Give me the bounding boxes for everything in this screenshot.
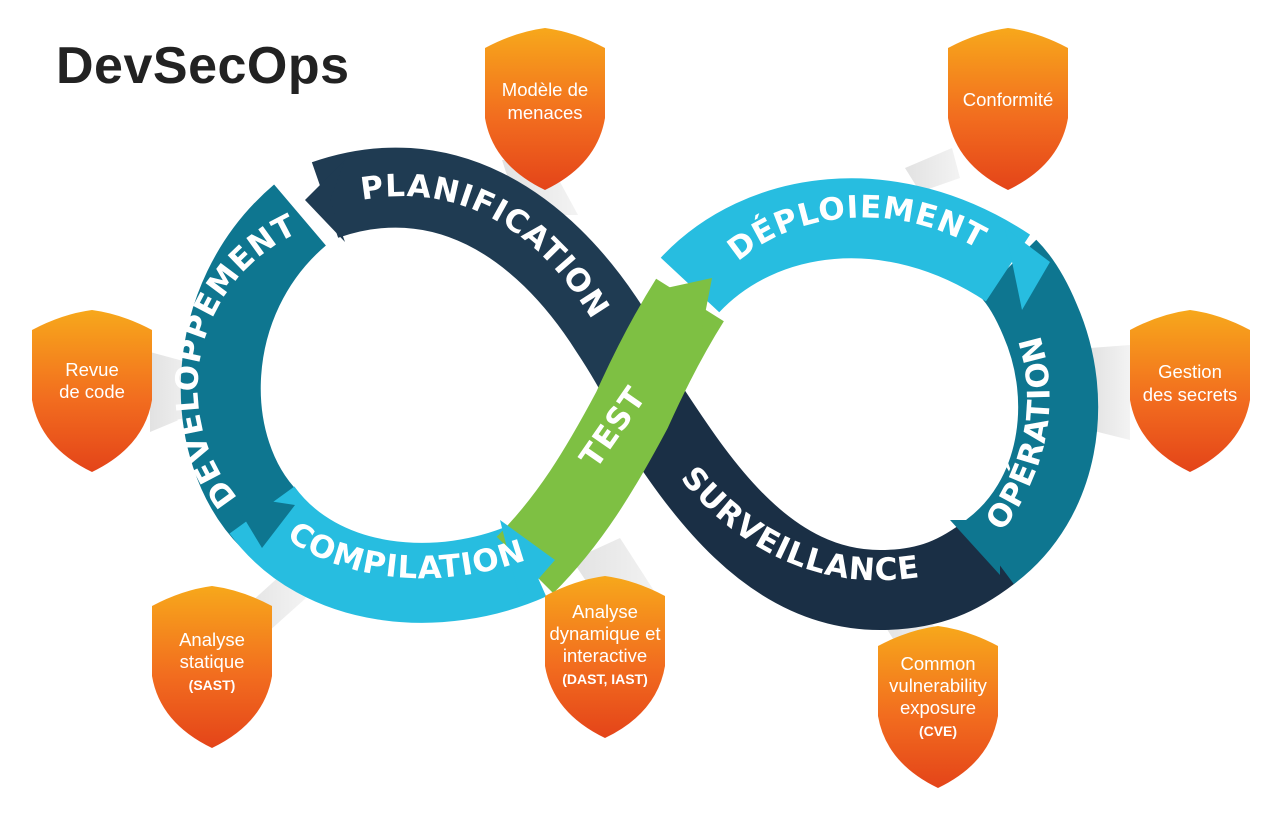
shield-text: Analyse	[179, 629, 245, 650]
shield-text: Analyse	[572, 601, 638, 622]
shield-revue-code: Revue de code	[32, 310, 152, 472]
arrowhead-operations	[950, 520, 1000, 575]
shield-conformite: Conformité	[948, 28, 1068, 190]
shield-text: vulnerability	[889, 675, 987, 696]
shield-gestion-secrets: Gestion des secrets	[1130, 310, 1250, 472]
shield-analyse-dynamique: Analyse dynamique et interactive (DAST, …	[545, 576, 665, 738]
arrowhead-planification	[305, 160, 345, 242]
shield-text: Common	[900, 653, 975, 674]
shield-text: interactive	[563, 645, 647, 666]
shield-text: dynamique et	[549, 623, 660, 644]
arrowhead-deploiement	[1005, 228, 1050, 310]
shield-cve: Common vulnerability exposure (CVE)	[878, 626, 998, 788]
shield-text: Revue	[65, 359, 118, 380]
connector-conformite	[905, 148, 960, 192]
shield-text: menaces	[507, 102, 582, 123]
shield-text: de code	[59, 381, 125, 402]
shield-text: exposure	[900, 697, 976, 718]
shield-text-small: (CVE)	[919, 723, 957, 739]
arrowhead-test	[648, 278, 712, 340]
band-deploiement	[660, 178, 1031, 314]
arrowhead-developpement	[230, 495, 295, 548]
band-developpement	[180, 184, 327, 549]
shield-text-small: (SAST)	[189, 677, 236, 693]
shield-analyse-statique: Analyse statique (SAST)	[152, 586, 272, 748]
infinity-loop	[180, 147, 1099, 631]
arrowhead-compilation	[500, 520, 555, 600]
shield-text: Conformité	[963, 89, 1053, 110]
connector-gestion-secrets	[1090, 345, 1130, 440]
page-title: DevSecOps	[56, 37, 350, 95]
shield-text-small: (DAST, IAST)	[562, 671, 648, 687]
band-test	[496, 278, 724, 594]
shield-text: Gestion	[1158, 361, 1222, 382]
shield-text: des secrets	[1143, 384, 1238, 405]
shield-text: Modèle de	[502, 79, 588, 100]
band-surveillance	[606, 372, 1015, 631]
shield-modele-menaces: Modèle de menaces	[485, 28, 605, 190]
band-arrowheads	[230, 160, 1050, 600]
shield-text: statique	[180, 651, 245, 672]
band-compilation	[229, 485, 547, 623]
